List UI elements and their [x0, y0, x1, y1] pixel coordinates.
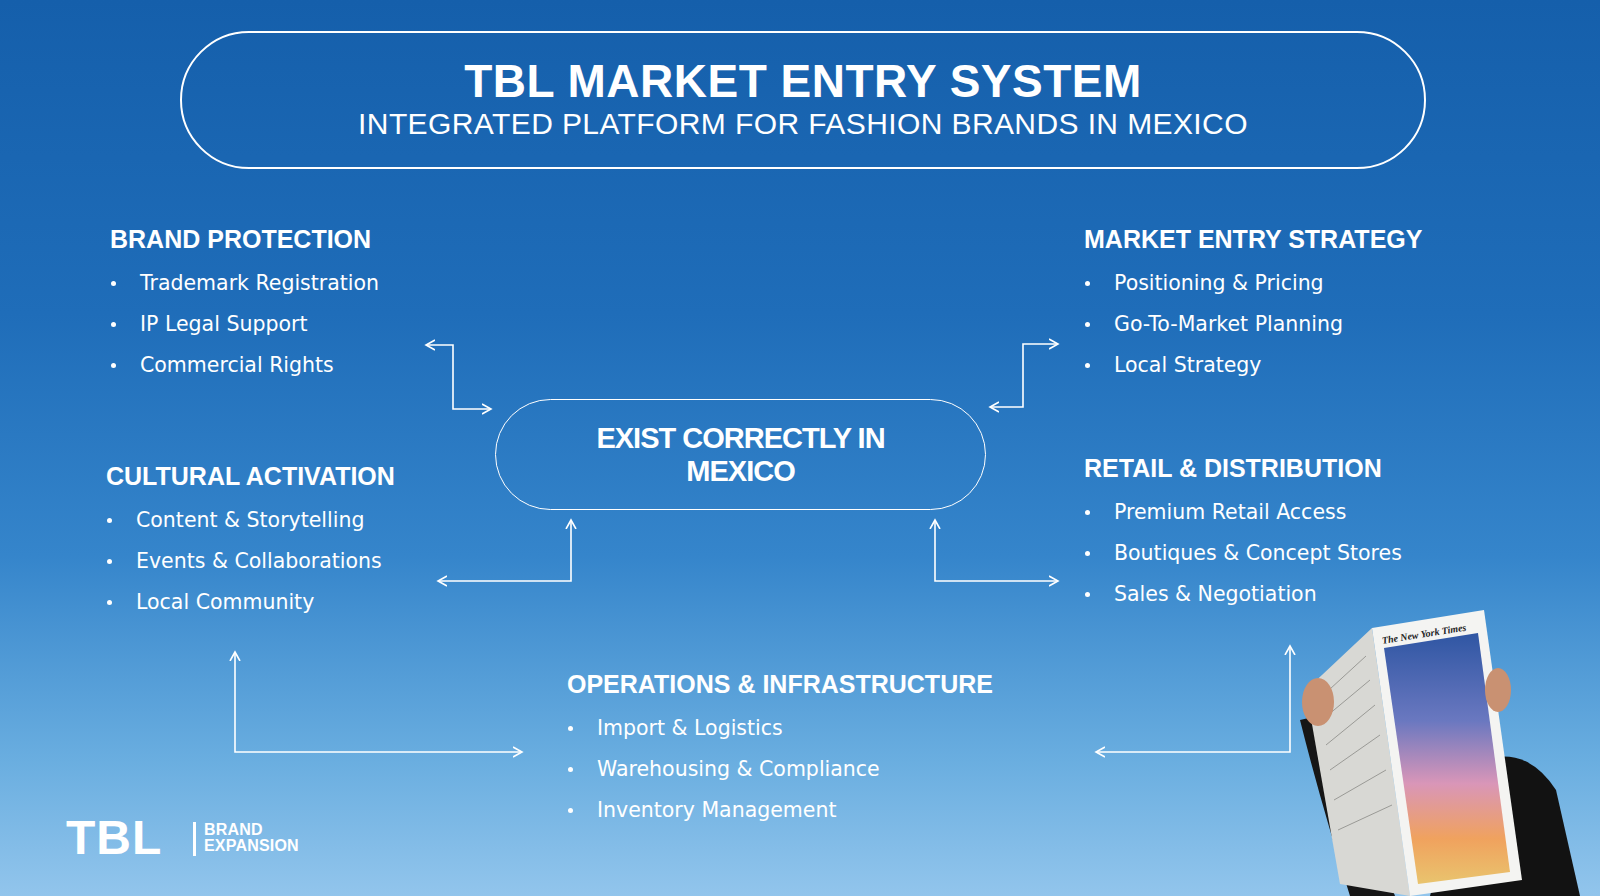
section-heading: CULTURAL ACTIVATION [106, 461, 438, 491]
diagram-title: TBL MARKET ENTRY SYSTEM [180, 56, 1426, 106]
center-pill: EXIST CORRECTLY IN MEXICO [495, 399, 986, 510]
bullet-item: Boutiques & Concept Stores [1114, 541, 1402, 565]
logo-wordmark: TBL [66, 818, 191, 858]
bullet-item: IP Legal Support [140, 312, 307, 336]
bullet-dot [568, 726, 573, 731]
bullet-dot [1085, 363, 1090, 368]
bullet-item: Local Strategy [1114, 353, 1261, 377]
bullet-dot [568, 808, 573, 813]
bullet-row: Local Strategy [1084, 345, 1478, 386]
bullet-row: Commercial Rights [110, 345, 426, 386]
section-heading: RETAIL & DISTRIBUTION [1084, 453, 1478, 483]
right-hand [1485, 668, 1511, 712]
bullet-dot [111, 363, 116, 368]
bullet-dot [1085, 510, 1090, 515]
bullet-dot [111, 281, 116, 286]
bullet-dot [568, 767, 573, 772]
bullet-item: Sales & Negotiation [1114, 582, 1317, 606]
newspaper-photo [1384, 633, 1510, 884]
bullet-item: Premium Retail Access [1114, 500, 1346, 524]
section-group: RETAIL & DISTRIBUTION Premium Retail Acce… [1058, 453, 1478, 646]
bullet-row: Sales & Negotiation [1084, 574, 1478, 615]
section-heading: MARKET ENTRY STRATEGY [1084, 224, 1478, 254]
bullet-dot [107, 600, 112, 605]
section-group: CULTURAL ACTIVATION Content & Storytellin… [104, 461, 438, 652]
bullet-row: Import & Logistics [567, 708, 1096, 749]
connector-arrow [1096, 646, 1290, 752]
bullet-row: Trademark Registration [110, 263, 426, 304]
bullet-dot [107, 518, 112, 523]
bullet-dot [1085, 322, 1090, 327]
bullet-item: Events & Collaborations [136, 549, 382, 573]
bullet-row: Inventory Management [567, 790, 1096, 831]
newspaper-front-page [1372, 610, 1522, 896]
bullet-row: Go-To-Market Planning [1084, 304, 1478, 345]
left-hand [1302, 678, 1334, 726]
bullet-row: Positioning & Pricing [1084, 263, 1478, 304]
section-group: OPERATIONS & INFRASTRUCTURE Import & Logi… [522, 669, 1096, 829]
section-heading: BRAND PROTECTION [110, 224, 426, 254]
bullet-row: Premium Retail Access [1084, 492, 1478, 533]
bullet-row: Boutiques & Concept Stores [1084, 533, 1478, 574]
bullet-dot [1085, 551, 1090, 556]
bullet-item: Positioning & Pricing [1114, 271, 1324, 295]
bullet-item: Local Community [136, 590, 314, 614]
bullet-row: Events & Collaborations [106, 541, 438, 582]
bullet-dot [107, 559, 112, 564]
logo-divider [193, 822, 196, 856]
connector-arrow [990, 344, 1058, 407]
section-group: MARKET ENTRY STRATEGY Positioning & Prici… [1058, 224, 1478, 389]
center-label: EXIST CORRECTLY IN MEXICO [571, 422, 911, 488]
bullet-item: Commercial Rights [140, 353, 334, 377]
section-group: BRAND PROTECTION Trademark RegistrationIP… [108, 224, 426, 389]
connector-arrow [235, 652, 522, 752]
connector-arrow [935, 520, 1058, 581]
connector-arrow [438, 520, 571, 581]
bullet-item: Warehousing & Compliance [597, 757, 880, 781]
subtitle: INTEGRATED PLATFORM FOR FASHION BRANDS I… [180, 106, 1426, 142]
bullet-item: Inventory Management [597, 798, 836, 822]
bullet-dot [1085, 281, 1090, 286]
bullet-dot [1085, 592, 1090, 597]
bullet-item: Trademark Registration [140, 271, 379, 295]
bullet-item: Content & Storytelling [136, 508, 364, 532]
bullet-row: Content & Storytelling [106, 500, 438, 541]
connector-arrow [426, 345, 491, 409]
bullet-item: Go-To-Market Planning [1114, 312, 1343, 336]
logo-tagline: BRAND EXPANSION [204, 822, 320, 854]
section-heading: OPERATIONS & INFRASTRUCTURE [567, 669, 1096, 699]
bullet-item: Import & Logistics [597, 716, 783, 740]
bullet-row: Warehousing & Compliance [567, 749, 1096, 790]
bullet-row: Local Community [106, 582, 438, 623]
bullet-dot [111, 322, 116, 327]
bullet-row: IP Legal Support [110, 304, 426, 345]
